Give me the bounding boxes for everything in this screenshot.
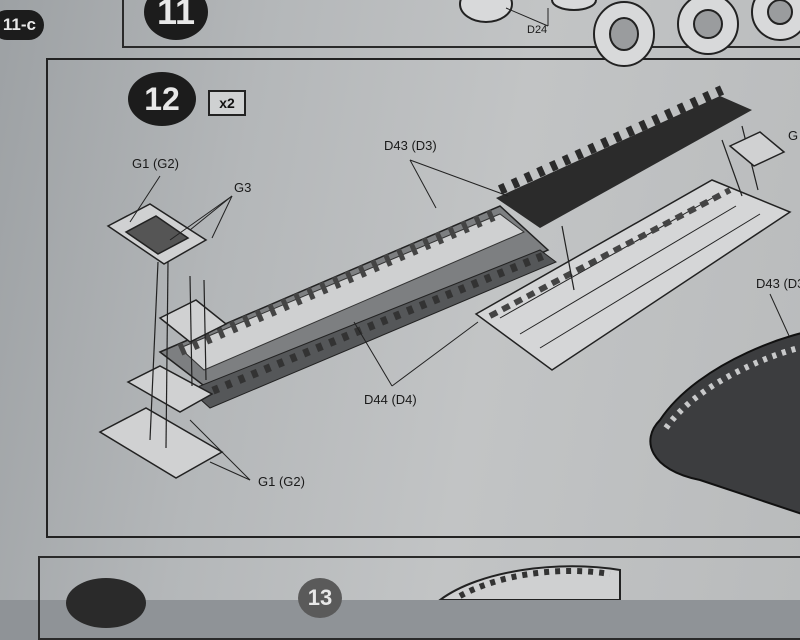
step-11-panel [122,0,800,48]
assembly-arrows [149,125,759,449]
link-assembly-top-left [106,203,208,265]
quantity-multiplier: x2 [208,90,246,116]
part-label-d44: D44 (D4) [364,392,417,407]
part-label-g-right: G [788,128,799,143]
link-assembly-mid-left [158,299,228,343]
road-wheels-illustration [459,0,800,67]
part-label-g3: G3 [234,180,252,195]
part-label-g1-top: G1 (G2) [132,156,179,171]
part-label-d43-right: D43 (D3 [756,276,800,291]
link-assembly-top-right [728,131,786,167]
step-12-badge: 12 [128,72,196,126]
part-label-g1-bottom: G1 (G2) [258,474,305,489]
callout-lines [129,159,800,481]
step-12-panel [46,58,800,538]
dark-track-link-strip [496,85,752,228]
part-label-d43: D43 (D3) [384,138,437,153]
part-label-d24: D24 [527,24,548,36]
step-11c-tab: 11-c [0,10,44,40]
main-track-run [158,205,557,409]
finished-track-loop [649,332,800,515]
assembly-diagram [98,0,800,600]
step-13-track [438,565,621,600]
exploded-track-outline [474,179,792,371]
